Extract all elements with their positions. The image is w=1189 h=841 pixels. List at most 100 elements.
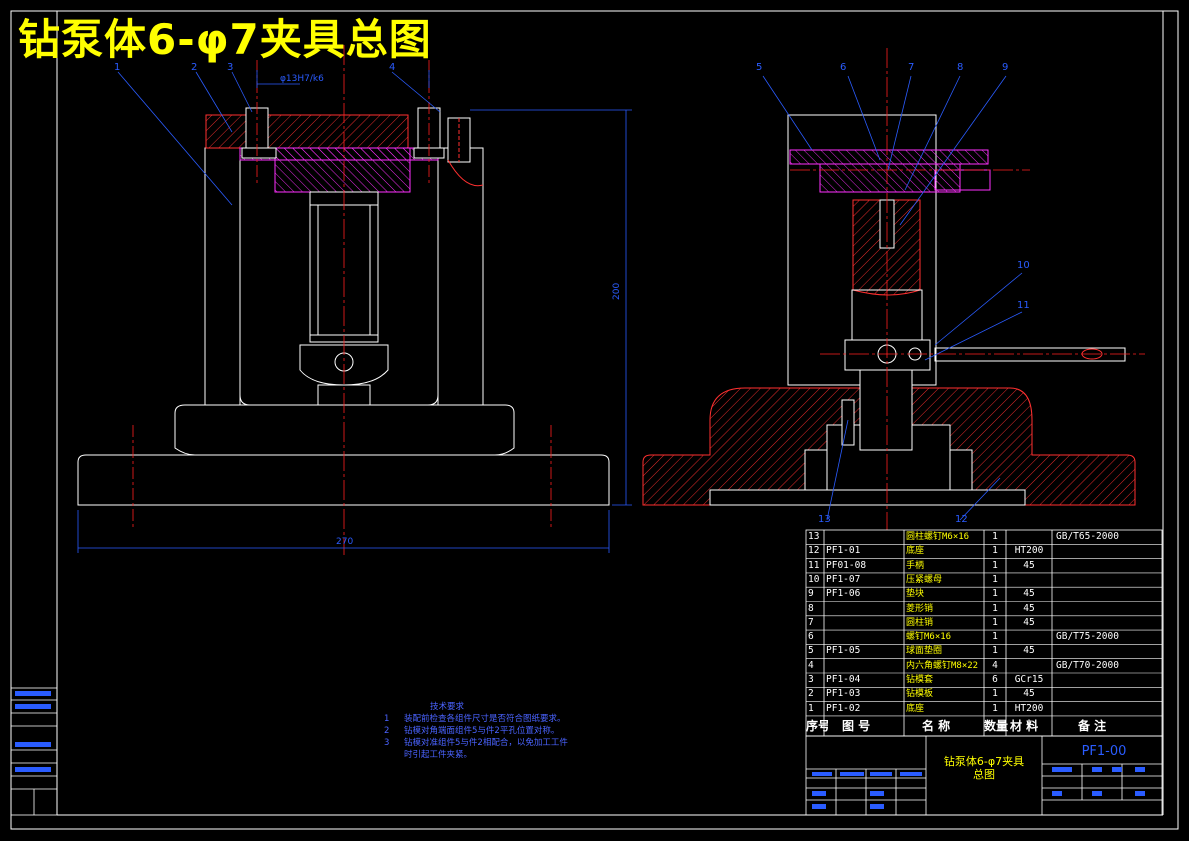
note-text: 钻模对角端面组件5与件2平孔位置对称。: [404, 726, 560, 736]
bom-cell-no: 6: [808, 631, 814, 643]
bom-cell-qty: 1: [992, 602, 998, 614]
note-text: 钻模对准组件5与件2相配合，以免加工工件: [404, 738, 568, 748]
bom-cell-name: 球面垫圈: [906, 646, 943, 657]
front-base-plate: [77, 454, 610, 506]
bom-cell-drawing: PF1-01: [826, 545, 861, 557]
bom-cell-remark: GB/T65-2000: [1056, 531, 1119, 542]
bom-cell-no: 9: [808, 588, 814, 600]
bom-cell-name: 压紧螺母: [906, 574, 943, 585]
bom-cell-material: 45: [1023, 559, 1035, 571]
note-number: 2: [384, 726, 390, 736]
note-number: 3: [384, 738, 390, 748]
bom-cell-no: 12: [808, 545, 820, 557]
bom-cell-drawing: PF1-03: [826, 688, 861, 700]
bom-cell-qty: 1: [992, 645, 998, 657]
bom-header-name: 名 称: [922, 719, 951, 733]
bom-cell-qty: 1: [992, 559, 998, 571]
balloon-3: 3: [227, 62, 234, 73]
front-view: [77, 45, 632, 555]
balloon-12: 12: [955, 514, 968, 525]
bom-header-remark: 备 注: [1078, 719, 1107, 733]
bom-cell-qty: 1: [992, 688, 998, 700]
dimension-height: 200: [612, 282, 622, 300]
front-drill-plate: [205, 114, 409, 149]
bom-cell-name: 钻模套: [906, 675, 934, 685]
bom-cell-qty: 1: [992, 588, 998, 600]
bom-cell-name: 圆柱螺钉M6×16: [906, 532, 970, 542]
bom-cell-drawing: PF1-07: [826, 573, 861, 585]
balloon-10: 10: [1017, 260, 1030, 271]
balloon-7: 7: [908, 62, 915, 73]
side-handle: [934, 347, 1126, 362]
bom-cell-qty: 6: [992, 674, 998, 685]
note-text: 装配前检查各组件尺寸是否符合图纸要求。: [404, 714, 566, 724]
bom-cell-no: 1: [808, 702, 814, 714]
margin-stamp-text: [15, 691, 51, 772]
dimension-width: 270: [336, 537, 354, 547]
bom-cell-no: 5: [808, 645, 814, 657]
bom-cell-no: 13: [808, 531, 820, 542]
balloon-1: 1: [114, 62, 121, 73]
side-drill-plate: [789, 149, 989, 165]
notes-heading: 技术要求: [430, 702, 465, 712]
bom-cell-drawing: PF01-08: [826, 559, 867, 571]
title-block-grid: [805, 735, 1163, 816]
note-item: 时引起工件夹紧。: [384, 749, 614, 761]
bom-cell-drawing: PF1-05: [826, 645, 861, 657]
bom-cell-material: 45: [1023, 688, 1035, 700]
bom-cell-drawing: PF1-06: [826, 588, 861, 600]
bom-cell-no: 11: [808, 559, 820, 571]
bom-cell-qty: 1: [992, 545, 998, 557]
bom-cell-no: 8: [808, 602, 814, 614]
title-block-marks: [812, 767, 1145, 809]
dimension-fit: φ13H7/k6: [280, 74, 324, 84]
title-block-name-line2: 总图: [973, 768, 995, 781]
note-item: 2 钻模对角端面组件5与件2平孔位置对称。: [384, 725, 614, 737]
bom-row-lines: [806, 543, 1162, 717]
bom-cell-material: 45: [1023, 588, 1035, 600]
bom-cell-material: GCr15: [1014, 674, 1044, 685]
bom-cell-remark: GB/T70-2000: [1056, 659, 1119, 671]
bom-header-no: 序号: [806, 719, 828, 733]
bom-cell-no: 2: [808, 688, 814, 700]
bom-cell-qty: 1: [992, 616, 998, 628]
bom-cell-qty: 4: [992, 659, 998, 671]
balloon-6: 6: [840, 62, 847, 73]
bom-cell-no: 7: [808, 616, 814, 628]
bom-cell-material: 45: [1023, 616, 1035, 628]
balloon-11: 11: [1017, 300, 1030, 311]
bom-cell-name: 钻模板: [906, 689, 934, 700]
bom-row: 7 圆柱销 1 45: [806, 616, 1162, 630]
balloon-4: 4: [389, 62, 396, 73]
outer-frame: [10, 10, 1179, 830]
bom-header-material: 材 料: [1010, 719, 1039, 733]
balloon-2: 2: [191, 62, 198, 73]
title-block-code: PF1-00: [1081, 744, 1127, 759]
note-text: 时引起工件夹紧。: [404, 750, 473, 760]
bom-cell-material: HT200: [1014, 545, 1044, 557]
side-view: [642, 48, 1145, 530]
bom-cell-name: 内六角螺钉M8×22: [906, 660, 979, 671]
bom-cell-remark: GB/T75-2000: [1056, 631, 1119, 643]
title-block-name-line1: 钻泵体6-φ7夹具: [943, 755, 1025, 768]
bom-header-qty: 数量: [984, 719, 1009, 733]
bom-cell-name: 圆柱销: [906, 617, 934, 628]
bom-grid: [805, 529, 1163, 737]
bom-cell-no: 10: [808, 573, 820, 585]
bom-cell-qty: 1: [992, 631, 998, 643]
bom-header-row: 序号 图 号 名 称 数量 材 料 备 注: [806, 716, 1162, 736]
front-base-boss: [174, 404, 515, 456]
title-block-name: 钻泵体6-φ7夹具 总图: [926, 755, 1042, 781]
bom-cell-material: 45: [1023, 602, 1035, 614]
balloon-13: 13: [818, 514, 831, 525]
